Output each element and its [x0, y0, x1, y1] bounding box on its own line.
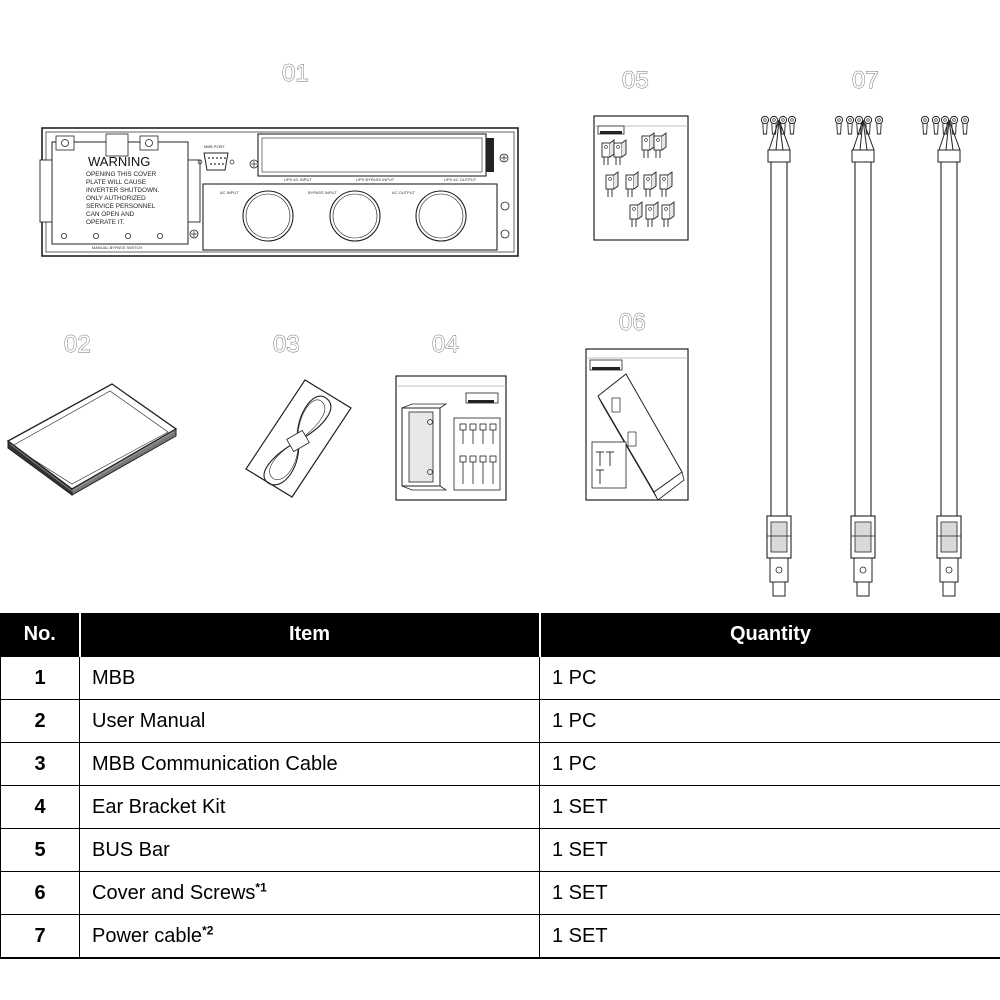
mbb-unit-illustration: WARNING OPENING THIS COVER PLATE WILL CA…	[39, 127, 519, 257]
svg-text:PLATE WILL CAUSE: PLATE WILL CAUSE	[86, 179, 146, 186]
row-item: MBB Communication Cable	[79, 742, 540, 786]
cover-and-screws-illustration	[585, 348, 689, 501]
svg-text:INVERTER SHUTDOWN.: INVERTER SHUTDOWN.	[86, 187, 160, 194]
table-header-row: No. Item Quantity	[0, 613, 1000, 657]
row-number: 3	[0, 742, 80, 786]
mbb-port-label: MBB PORT	[204, 144, 225, 149]
table-row: 5 BUS Bar 1 SET	[0, 828, 1000, 872]
svg-text:ONLY AUTHORIZED: ONLY AUTHORIZED	[86, 195, 146, 202]
row-number: 2	[0, 699, 80, 743]
footnote-marker: *1	[255, 879, 267, 894]
ups-bypass-input-label: UPS BYPASS INPUT	[356, 177, 395, 182]
row-item: Ear Bracket Kit	[79, 785, 540, 829]
user-manual-illustration	[6, 383, 178, 496]
row-quantity: 1 SET	[539, 914, 1000, 959]
ups-ac-input-label: UPS AC INPUT	[284, 177, 312, 182]
row-item: Cover and Screws*1	[79, 871, 540, 915]
ac-output-label: AC OUTPUT	[392, 190, 416, 195]
table-row: 7 Power cable*2 1 SET	[0, 914, 1000, 959]
row-item: Power cable*2	[79, 914, 540, 959]
warning-text: OPENING THIS COVER PLATE WILL CAUSE INVE…	[86, 171, 160, 226]
power-cable-illustration	[760, 115, 970, 597]
svg-text:OPENING THIS COVER: OPENING THIS COVER	[86, 171, 157, 178]
parts-list-table: No. Item Quantity 1 MBB 1 PC 2 User Manu…	[0, 613, 1000, 959]
header-quantity: Quantity	[538, 613, 1000, 657]
callout-05: 05	[622, 67, 649, 94]
table-row: 1 MBB 1 PC	[0, 656, 1000, 700]
row-quantity: 1 PC	[539, 699, 1000, 743]
header-no: No.	[0, 613, 80, 657]
callout-02: 02	[64, 331, 91, 358]
table-row: 4 Ear Bracket Kit 1 SET	[0, 785, 1000, 829]
ear-bracket-kit-illustration	[395, 375, 507, 501]
row-item: MBB	[79, 656, 540, 700]
manual-bypass-switch-label: MANUAL BYPASS SWITCH	[92, 245, 142, 250]
row-number: 6	[0, 871, 80, 915]
row-item: User Manual	[79, 699, 540, 743]
communication-cable-illustration	[245, 379, 352, 498]
svg-text:SERVICE PERSONNEL: SERVICE PERSONNEL	[86, 203, 156, 210]
callout-04: 04	[432, 331, 459, 358]
callout-01: 01	[282, 60, 309, 87]
table-row: 6 Cover and Screws*1 1 SET	[0, 871, 1000, 915]
ac-input-label: AC INPUT	[220, 190, 239, 195]
row-quantity: 1 SET	[539, 785, 1000, 829]
row-item: BUS Bar	[79, 828, 540, 872]
callout-06: 06	[619, 309, 646, 336]
ups-ac-output-label: UPS AC OUTPUT	[444, 177, 477, 182]
row-quantity: 1 SET	[539, 828, 1000, 872]
svg-text:OPERATE IT.: OPERATE IT.	[86, 219, 125, 226]
row-number: 1	[0, 656, 80, 700]
row-quantity: 1 PC	[539, 742, 1000, 786]
callout-07: 07	[852, 67, 879, 94]
bus-bar-illustration	[593, 115, 689, 241]
callout-03: 03	[273, 331, 300, 358]
warning-title: WARNING	[88, 154, 150, 169]
footnote-marker: *2	[202, 922, 214, 937]
row-quantity: 1 SET	[539, 871, 1000, 915]
table-row: 3 MBB Communication Cable 1 PC	[0, 742, 1000, 786]
row-number: 5	[0, 828, 80, 872]
row-number: 7	[0, 914, 80, 959]
row-quantity: 1 PC	[539, 656, 1000, 700]
header-item: Item	[78, 613, 540, 657]
svg-text:CAN OPEN AND: CAN OPEN AND	[86, 211, 135, 218]
package-contents-illustration: WARNING OPENING THIS COVER PLATE WILL CA…	[6, 60, 970, 597]
table-row: 2 User Manual 1 PC	[0, 699, 1000, 743]
row-number: 4	[0, 785, 80, 829]
bypass-input-label: BYPASS INPUT	[308, 190, 337, 195]
